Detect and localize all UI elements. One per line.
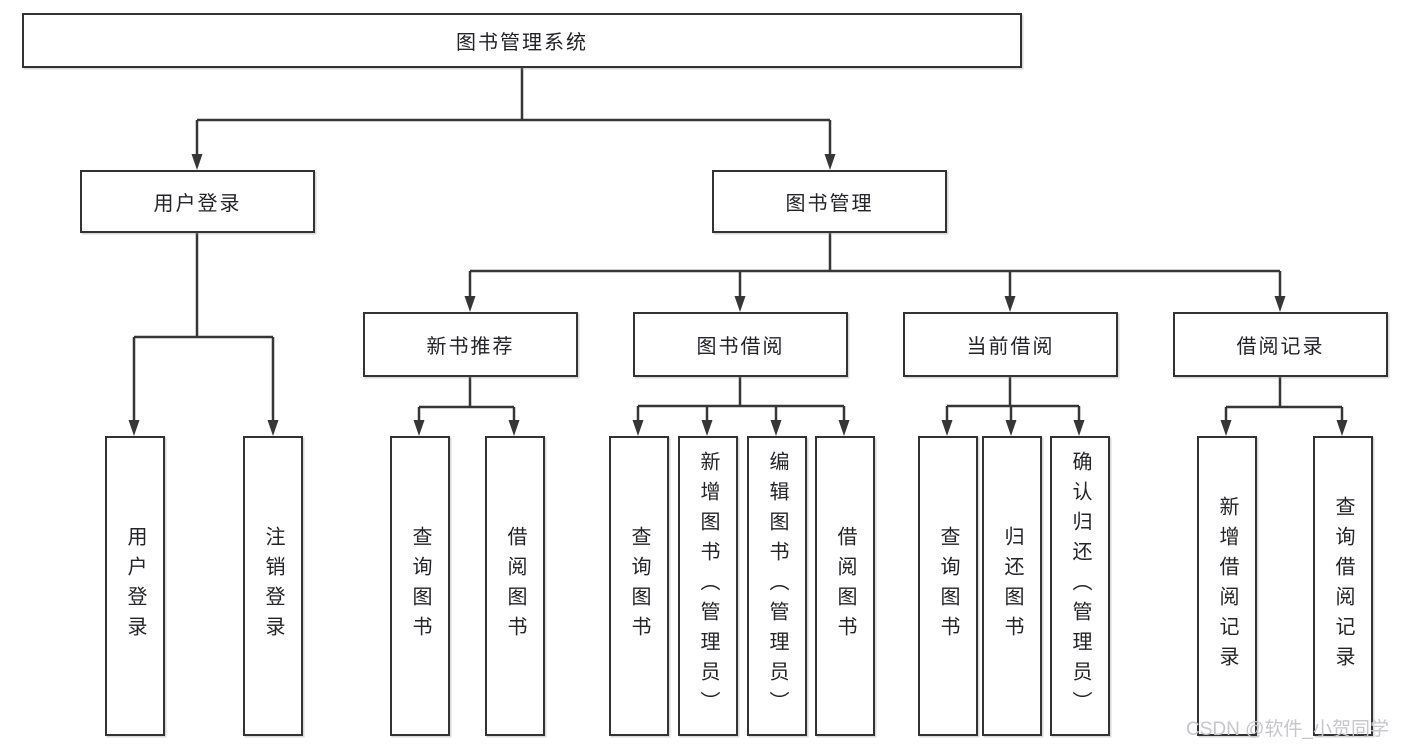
leaf-add-books-admin: 新增图书（管理员）: [678, 436, 738, 736]
node-label: 图书借阅: [696, 336, 785, 358]
node-label: 确认归还（管理员）: [1069, 451, 1091, 721]
node-current-borrowing: 当前借阅: [903, 312, 1118, 377]
node-label: 编辑图书（管理员）: [766, 451, 788, 721]
node-label: 新增借阅记录: [1216, 496, 1238, 676]
node-label: 注销登录: [262, 526, 284, 646]
leaf-borrow-books-recommendation: 借阅图书: [485, 436, 545, 736]
node-label: 借阅记录: [1236, 336, 1325, 358]
node-label: 用户登录: [124, 526, 146, 646]
leaf-edit-books-admin: 编辑图书（管理员）: [747, 436, 807, 736]
leaf-user-login: 用户登录: [105, 436, 165, 736]
node-label: 用户登录: [153, 193, 242, 215]
node-label: 查询图书: [937, 526, 959, 646]
csdn-watermark: CSDN @软件_小贺同学: [1186, 719, 1389, 740]
leaf-borrow-books: 借阅图书: [815, 436, 875, 736]
node-label: 查询借阅记录: [1332, 496, 1354, 676]
node-label: 借阅图书: [504, 526, 526, 646]
node-label: 图书管理: [785, 193, 874, 215]
node-label: 查询图书: [409, 526, 431, 646]
node-label: 查询图书: [628, 526, 650, 646]
leaf-logout: 注销登录: [243, 436, 303, 736]
node-label: 新书推荐: [426, 336, 515, 358]
leaf-query-books-borrowing: 查询图书: [609, 436, 669, 736]
node-book-borrowing: 图书借阅: [633, 312, 848, 377]
leaf-query-borrow-record: 查询借阅记录: [1313, 436, 1373, 736]
node-label: 新增图书（管理员）: [697, 451, 719, 721]
node-label: 借阅图书: [834, 526, 856, 646]
arrowhead-icons: [128, 154, 1348, 436]
node-label: 当前借阅: [966, 336, 1055, 358]
node-new-book-recommendation: 新书推荐: [363, 312, 578, 377]
leaf-add-borrow-record: 新增借阅记录: [1197, 436, 1257, 736]
node-book-management: 图书管理: [712, 170, 947, 233]
node-label: 图书管理系统: [456, 32, 588, 54]
leaf-query-books-recommendation: 查询图书: [390, 436, 450, 736]
node-library-management-system: 图书管理系统: [22, 13, 1022, 68]
leaf-query-books-current: 查询图书: [918, 436, 978, 736]
node-label: 归还图书: [1001, 526, 1023, 646]
leaf-return-books: 归还图书: [982, 436, 1042, 736]
leaf-confirm-return-admin: 确认归还（管理员）: [1050, 436, 1110, 736]
node-user-login: 用户登录: [80, 170, 315, 233]
node-borrowing-records: 借阅记录: [1173, 312, 1388, 377]
